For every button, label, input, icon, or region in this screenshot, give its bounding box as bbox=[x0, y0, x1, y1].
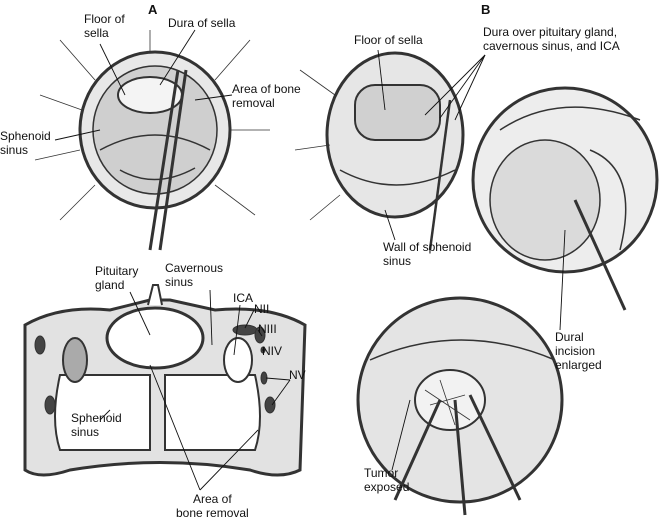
label-nv: NV bbox=[289, 368, 306, 382]
label-niii: NIII bbox=[258, 322, 277, 336]
label-tumor-exposed: Tumor exposed bbox=[364, 466, 410, 494]
label-dura-of-sella: Dura of sella bbox=[168, 16, 236, 30]
panel-label-b: B bbox=[481, 2, 491, 17]
label-area-of-bone-removal-a: Area of bone removal bbox=[232, 82, 301, 110]
label-floor-of-sella-a: Floor of sella bbox=[84, 12, 125, 40]
label-cavernous-sinus: Cavernous sinus bbox=[165, 261, 224, 289]
label-ica: ICA bbox=[233, 291, 254, 305]
label-pituitary-gland: Pituitary gland bbox=[95, 264, 139, 292]
label-sphenoid-sinus-c: Sphenoid sinus bbox=[71, 411, 122, 439]
label-floor-of-sella-b: Floor of sella bbox=[354, 33, 423, 47]
tumor-view bbox=[356, 296, 564, 516]
panel-label-a: A bbox=[148, 2, 158, 17]
label-wall-of-sphenoid-sinus: Wall of sphenoid sinus bbox=[383, 240, 472, 268]
sella-view-a bbox=[34, 30, 270, 251]
label-nii: NII bbox=[254, 302, 270, 316]
label-area-of-bone-removal-c: Area of bone removal bbox=[176, 492, 249, 520]
label-sphenoid-sinus-a: Sphenoid sinus bbox=[0, 129, 51, 157]
leader-lines bbox=[54, 29, 566, 491]
label-niv: NIV bbox=[262, 344, 283, 358]
label-dura-over-pituitary: Dura over pituitary gland, cavernous sin… bbox=[483, 25, 620, 53]
dural-incision-view bbox=[471, 86, 659, 311]
sella-view-b bbox=[294, 51, 465, 251]
label-dural-incision-enlarged: Dural incision enlarged bbox=[555, 330, 602, 372]
